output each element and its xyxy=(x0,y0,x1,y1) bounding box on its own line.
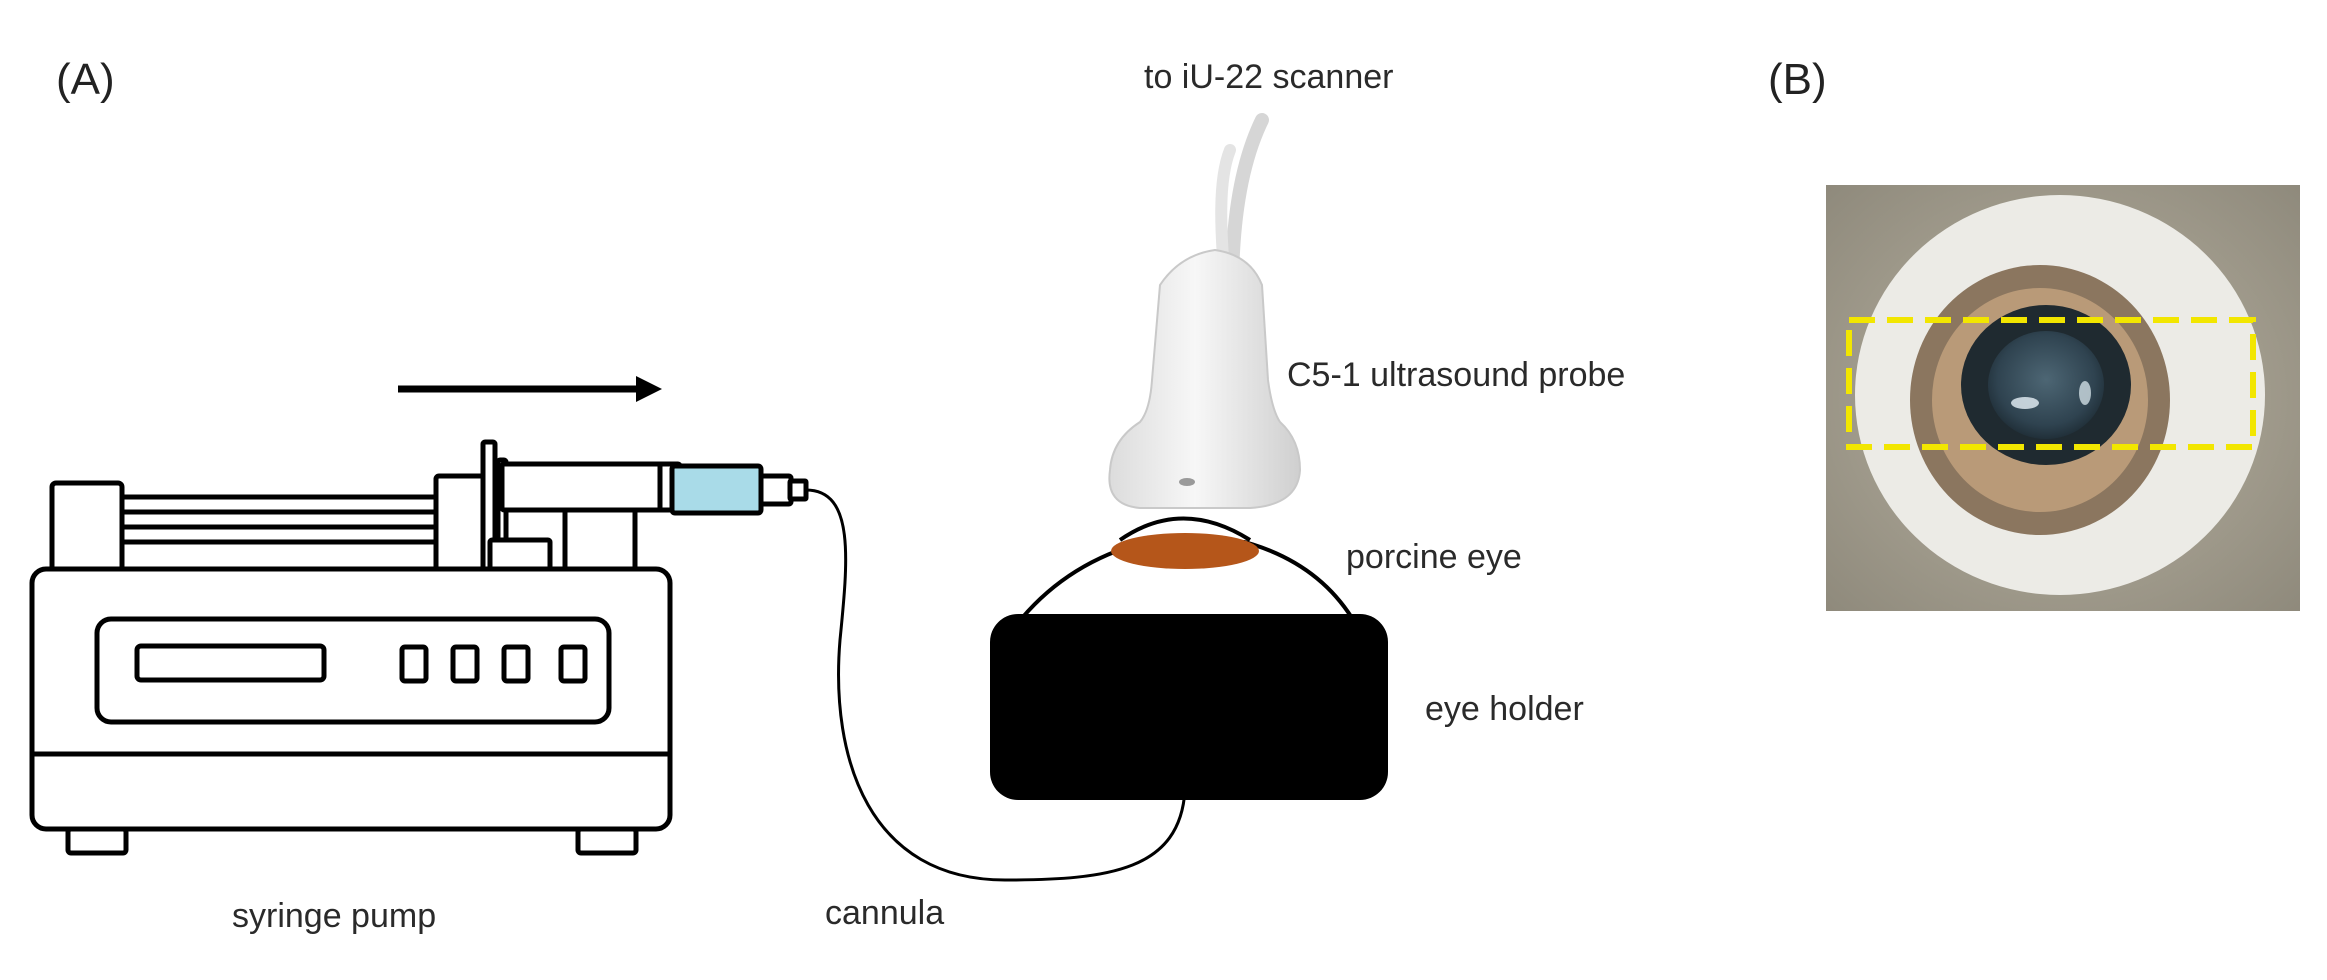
panel-b-label: (B) xyxy=(1768,55,1827,104)
eye-photo xyxy=(1826,185,2300,611)
porcine-eye xyxy=(1017,516,1356,620)
right-arrow-icon xyxy=(398,376,662,402)
cannula-label: cannula xyxy=(825,894,945,932)
ultrasound-probe xyxy=(1108,113,1302,509)
pump-button-icon xyxy=(399,644,429,684)
syringe-pump-label: syringe pump xyxy=(232,897,437,935)
panel-a-label: (A) xyxy=(56,55,115,104)
cornea-overlay xyxy=(1111,533,1259,569)
syringe-fluid xyxy=(669,463,764,516)
syringe-pump xyxy=(29,439,809,856)
porcine-eye-label: porcine eye xyxy=(1346,538,1522,576)
eye-holder xyxy=(990,614,1388,800)
scanner-label: to iU-22 scanner xyxy=(1144,58,1394,96)
roi-box xyxy=(1846,317,2256,450)
pump-button-icon xyxy=(558,644,588,684)
pump-button-icon xyxy=(501,644,531,684)
pump-button-icon xyxy=(450,644,480,684)
cannula-tube xyxy=(805,488,1187,882)
eye-holder-label: eye holder xyxy=(1425,690,1584,728)
probe-label: C5-1 ultrasound probe xyxy=(1287,356,1626,394)
